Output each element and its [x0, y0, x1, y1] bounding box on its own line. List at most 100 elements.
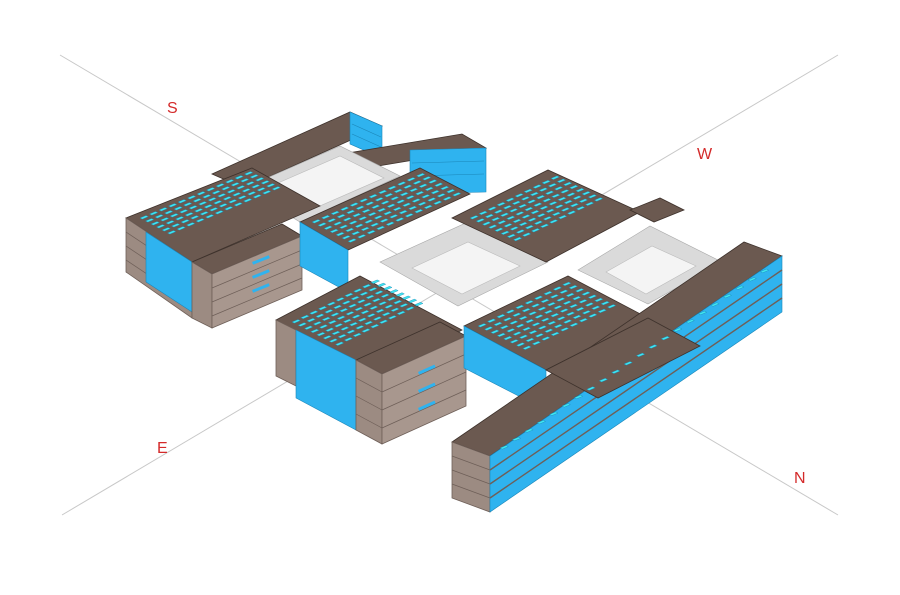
roof-window: [390, 196, 400, 201]
roof-window: [325, 327, 335, 332]
roof-window: [532, 184, 542, 189]
roof-window: [544, 190, 555, 195]
roof-window: [372, 316, 383, 321]
roof-window: [487, 206, 497, 211]
roof-window: [524, 206, 534, 212]
roof-window: [434, 182, 444, 187]
roof-window: [550, 313, 560, 318]
roof-window: [370, 279, 381, 284]
roof-window: [327, 218, 337, 223]
roof-window: [427, 197, 437, 202]
roof-window: [392, 300, 403, 305]
roof-window: [214, 210, 224, 215]
roof-window: [177, 199, 187, 204]
roof-window: [520, 196, 531, 201]
roof-window: [549, 294, 560, 299]
roof-window: [341, 300, 352, 305]
roof-window: [527, 311, 538, 316]
roof-window: [395, 217, 405, 222]
roof-window: [562, 181, 573, 186]
roof-window: [399, 303, 409, 308]
roof-window: [490, 329, 500, 334]
roof-window: [562, 281, 572, 286]
roof-window: [412, 180, 422, 185]
roof-window: [414, 302, 424, 307]
roof-window: [538, 187, 549, 192]
roof-window: [515, 304, 525, 309]
roof-window: [207, 197, 217, 202]
roof-window: [386, 296, 397, 301]
roof-window: [563, 199, 573, 205]
roof-window: [550, 175, 560, 180]
roof-window: [517, 203, 528, 208]
roof-window: [346, 329, 356, 334]
roof-window-grid: [311, 173, 462, 243]
roof-window: [353, 288, 363, 293]
roof-window: [606, 304, 617, 309]
compass-label-south: S: [167, 100, 178, 117]
roof-window: [393, 188, 403, 193]
roof-window: [357, 234, 367, 239]
roof-window: [556, 297, 566, 302]
roof-window: [556, 316, 566, 321]
block-long-bar: [451, 241, 783, 513]
roof-window: [186, 222, 196, 227]
roof-window: [374, 197, 384, 202]
roof-window: [559, 327, 570, 332]
roof-window: [528, 330, 538, 335]
roof-window: [360, 310, 370, 315]
roof-window: [317, 222, 327, 227]
roof-window: [260, 180, 270, 185]
roof-window: [515, 342, 526, 347]
roof-window: [345, 227, 355, 232]
roof-window: [499, 325, 510, 330]
roof-window: [399, 192, 409, 197]
roof-window: [366, 313, 376, 318]
roof-window: [168, 203, 178, 208]
roof-window: [531, 322, 541, 327]
roof-window: [648, 344, 658, 349]
roof-window: [581, 310, 592, 315]
roof-window: [202, 194, 212, 199]
roof-window: [209, 207, 219, 212]
roof-window: [747, 277, 757, 282]
roof-window: [243, 198, 253, 203]
roof-window: [340, 326, 350, 331]
roof-window: [551, 211, 562, 216]
roof-window: [417, 201, 427, 206]
roof-window: [509, 339, 519, 344]
roof-window: [347, 303, 358, 308]
roof-window: [373, 215, 383, 220]
roof-window: [584, 302, 595, 307]
roof-window: [503, 336, 513, 341]
roof-window: [230, 182, 240, 187]
roof-window: [499, 445, 509, 450]
roof-window: [360, 226, 370, 231]
roof-window: [333, 221, 343, 226]
roof-window: [164, 210, 174, 215]
roof-window: [350, 296, 360, 301]
roof-window: [355, 205, 365, 210]
roof-window: [486, 318, 497, 323]
roof-window-grid: [477, 281, 617, 350]
roof-window: [591, 305, 601, 310]
roof-window: [571, 296, 582, 301]
roof-window: [361, 328, 371, 333]
roof-window: [359, 198, 369, 203]
roof-window: [552, 286, 563, 291]
roof-window: [512, 236, 523, 242]
roof-window: [572, 314, 582, 319]
roof-window: [158, 207, 168, 212]
roof-window: [213, 200, 223, 205]
roof-window: [397, 181, 407, 186]
roof-window: [184, 212, 194, 217]
roof-window: [336, 315, 346, 320]
roof-window: [521, 326, 532, 331]
roof-window: [560, 189, 570, 194]
roof-window: [381, 312, 391, 317]
roof-window: [363, 320, 374, 325]
roof-window: [309, 310, 319, 315]
roof-window: [367, 212, 377, 217]
